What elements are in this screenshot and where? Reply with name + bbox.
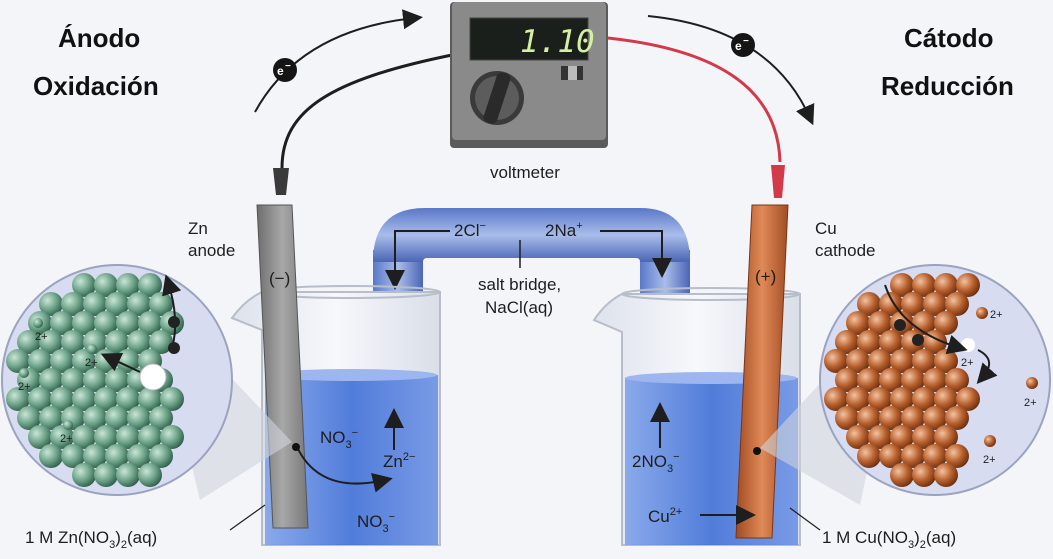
cathode-clip xyxy=(771,165,785,198)
electron-icon: e − xyxy=(731,33,755,57)
chloride-ion-label: 2Cl− xyxy=(454,220,486,240)
electron-flow-arrow-right xyxy=(647,15,815,126)
svg-text:2+: 2+ xyxy=(85,357,98,369)
electron-flow-arrow-left xyxy=(254,9,423,113)
anode-label: anode xyxy=(188,241,235,260)
copper-deposit-arrow xyxy=(976,349,998,384)
cathode-label: cathode xyxy=(815,241,876,260)
red-wire xyxy=(607,36,782,163)
anode-process: Oxidación xyxy=(33,71,159,101)
cathode-solution-label: 1 M Cu(NO3)2(aq) xyxy=(822,528,956,551)
voltmeter-reading: 1.10 xyxy=(520,24,595,60)
zinc-ion-leaving-arrow xyxy=(100,353,141,373)
electron-arrival-arrow xyxy=(884,284,968,355)
sodium-ion-label: 2Na+ xyxy=(545,220,583,240)
chloride-flow-arrow xyxy=(385,230,450,290)
zinc-release-arrow xyxy=(296,446,393,493)
nitrate-ion-label: NO3− xyxy=(320,427,358,451)
svg-text:e: e xyxy=(735,39,742,53)
anode-magnified-view: 2+ 2+ 2+ 2+ xyxy=(1,264,233,496)
nitrate-pair-label: 2NO3− xyxy=(632,451,680,475)
svg-text:2+: 2+ xyxy=(990,309,1003,321)
svg-text:2+: 2+ xyxy=(1024,397,1037,409)
electron-icon: e − xyxy=(273,58,297,82)
cathode-title: Cátodo xyxy=(904,23,994,53)
zinc-ion-label: Zn2− xyxy=(383,451,415,471)
sodium-flow-arrow xyxy=(600,230,672,278)
svg-text:2+: 2+ xyxy=(961,357,974,369)
zinc-atom-lattice xyxy=(6,273,184,487)
svg-text:e: e xyxy=(277,64,284,78)
anode-solution-label: 1 M Zn(NO3)2(aq) xyxy=(25,528,157,551)
svg-text:2+: 2+ xyxy=(60,433,73,445)
nitrate-ion-label: NO3− xyxy=(357,511,395,535)
voltmeter-label: voltmeter xyxy=(490,163,560,182)
anode-metal-label: Zn xyxy=(188,219,208,238)
cathode-magnified-view: 2+ 2+ 2+ 2+ xyxy=(819,264,1051,496)
svg-text:2+: 2+ xyxy=(35,331,48,343)
anode-clip xyxy=(273,168,289,195)
anode-sign: (−) xyxy=(269,269,290,288)
voltmeter-display xyxy=(469,17,589,61)
anode-title: Ánodo xyxy=(58,23,140,53)
black-wire xyxy=(280,53,453,169)
svg-text:2+: 2+ xyxy=(18,381,31,393)
salt-bridge-solution-label: NaCl(aq) xyxy=(485,298,553,317)
cathode-sign: (+) xyxy=(755,267,776,286)
svg-text:−: − xyxy=(285,61,291,72)
copper-atom-lattice xyxy=(824,273,980,487)
cathode-process: Reducción xyxy=(881,71,1014,101)
svg-text:−: − xyxy=(743,36,749,47)
voltmeter: 1.10 xyxy=(450,2,608,148)
svg-text:2+: 2+ xyxy=(983,454,996,466)
cathode-metal-label: Cu xyxy=(815,219,837,238)
salt-bridge-label: salt bridge, xyxy=(478,275,561,294)
copper-ion-label: Cu2+ xyxy=(648,506,682,526)
